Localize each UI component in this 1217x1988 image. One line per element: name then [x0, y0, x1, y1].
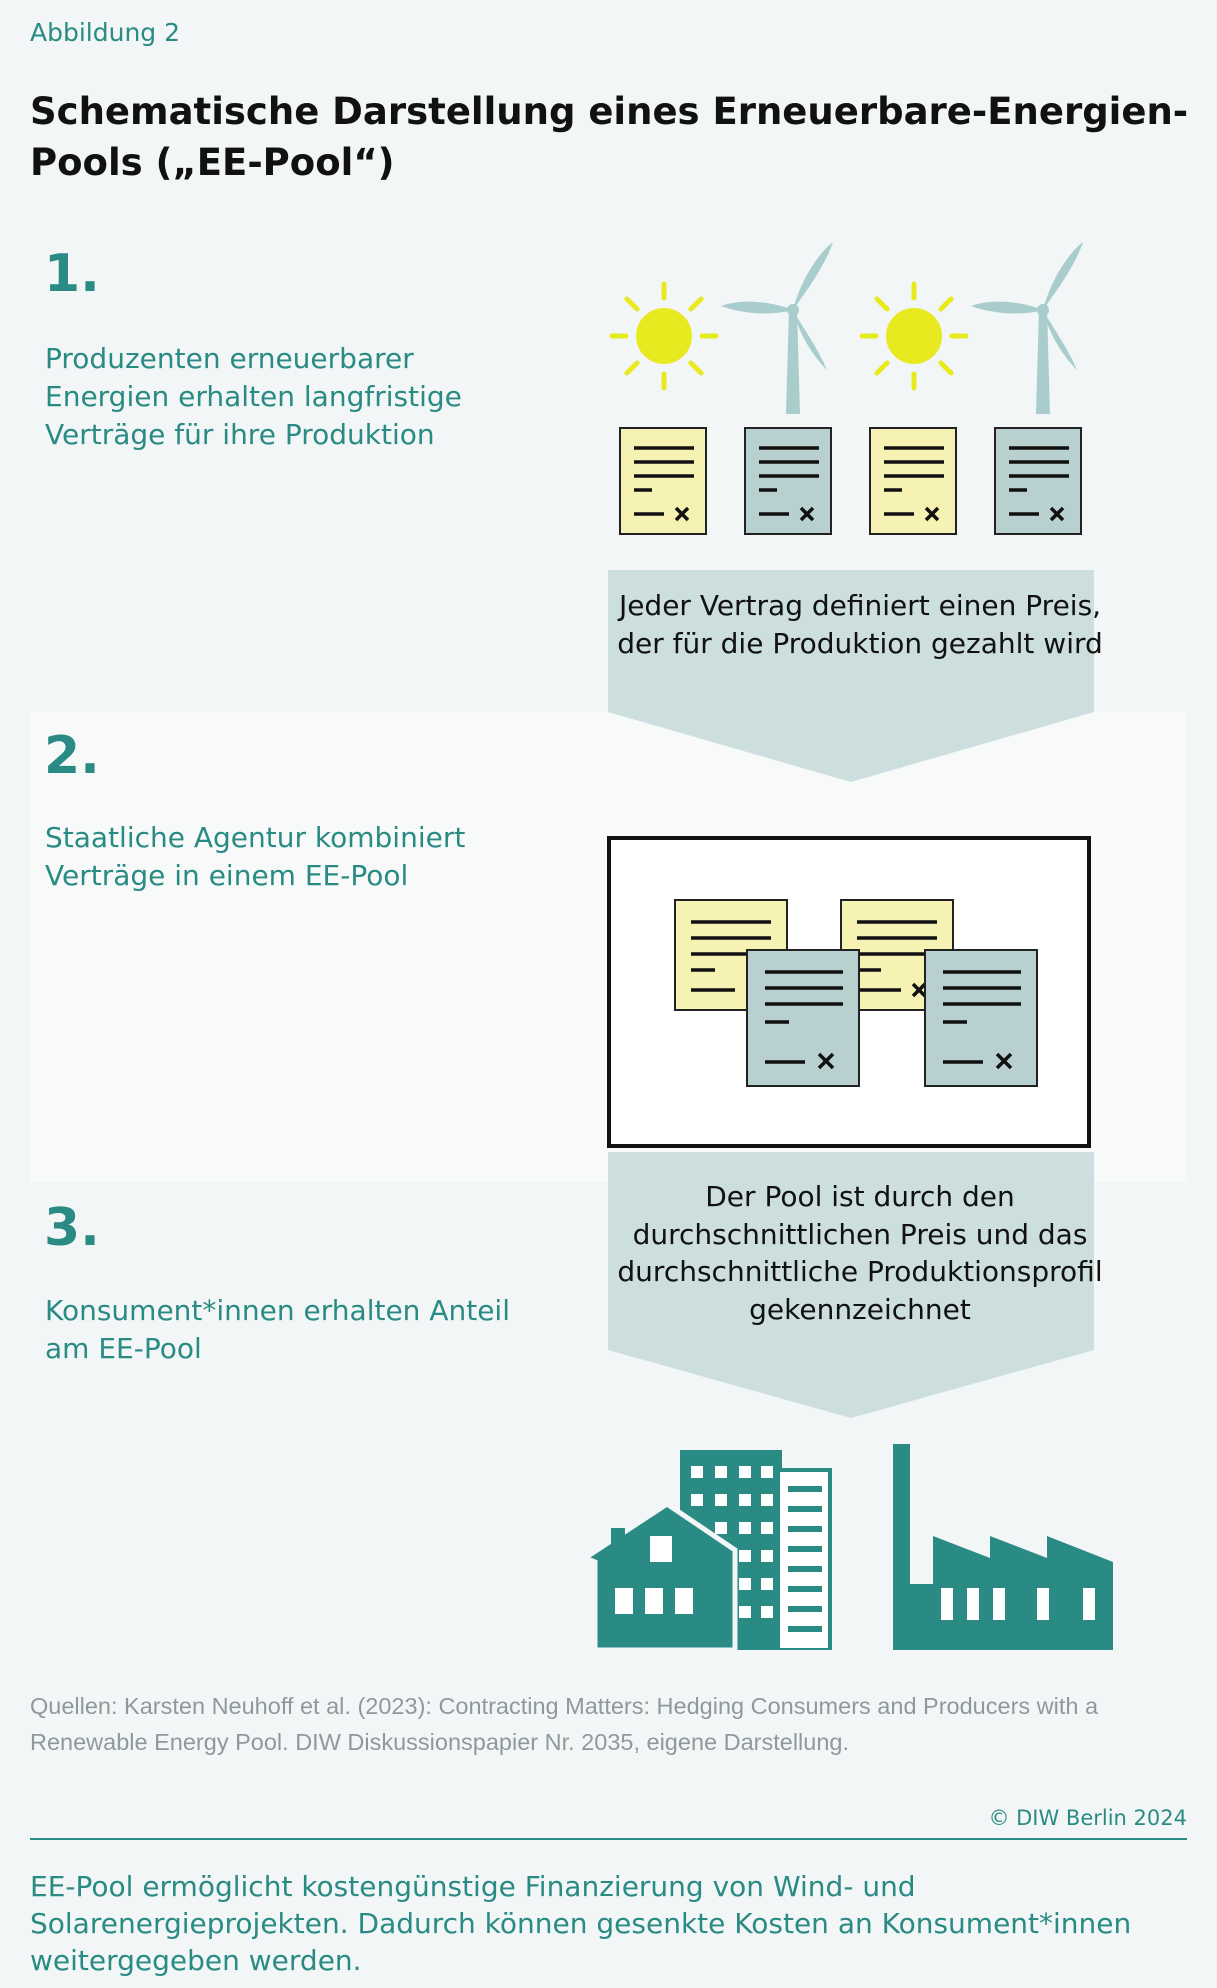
- consumers-illustration: [585, 1444, 1113, 1650]
- arrow-shape-1: [608, 570, 1094, 782]
- arrow-2-text: Der Pool ist durch den durchschnittliche…: [617, 1180, 1103, 1326]
- summary-text: EE-Pool ermöglicht kostengünstige Finanz…: [30, 1870, 1132, 1977]
- step-2-number: 2.: [44, 726, 100, 786]
- step-3-text: Konsument*innen erhalten Anteil am EE-Po…: [45, 1294, 510, 1365]
- contract-icon: [924, 949, 1038, 1087]
- step-1-text: Produzenten erneuerbarer Energien erhalt…: [45, 342, 462, 451]
- sun-icon: [859, 281, 969, 391]
- contract-icon: [746, 949, 860, 1087]
- contract-icon: [619, 427, 707, 535]
- producers-illustration: [609, 242, 1083, 535]
- factory-icon: [893, 1444, 1113, 1650]
- arrow-1-text: Jeder Vertrag definiert einen Preis, der…: [617, 589, 1103, 660]
- divider: [30, 1838, 1187, 1840]
- pooled-contracts: [674, 899, 1038, 1087]
- step-3-number: 3.: [44, 1198, 100, 1258]
- contract-icon: [744, 427, 832, 535]
- arrow-shape-2: [608, 1152, 1094, 1418]
- sources-note: Quellen: Karsten Neuhoff et al. (2023): …: [30, 1693, 1099, 1755]
- wind-turbine-icon: [721, 242, 833, 414]
- contract-icon: [994, 427, 1082, 535]
- step-1-number: 1.: [44, 244, 100, 304]
- ee-pool-box: [607, 836, 1091, 1148]
- step-2-text: Staatliche Agentur kombiniert Verträge i…: [45, 821, 466, 892]
- house-icon: [585, 1500, 738, 1650]
- sun-icon: [609, 281, 719, 391]
- wind-turbine-icon: [971, 242, 1083, 414]
- copyright: © DIW Berlin 2024: [988, 1806, 1187, 1830]
- contract-icon: [869, 427, 957, 535]
- figure-label: Abbildung 2: [30, 18, 181, 47]
- figure-title: Schematische Darstellung eines Erneuerba…: [30, 90, 1189, 184]
